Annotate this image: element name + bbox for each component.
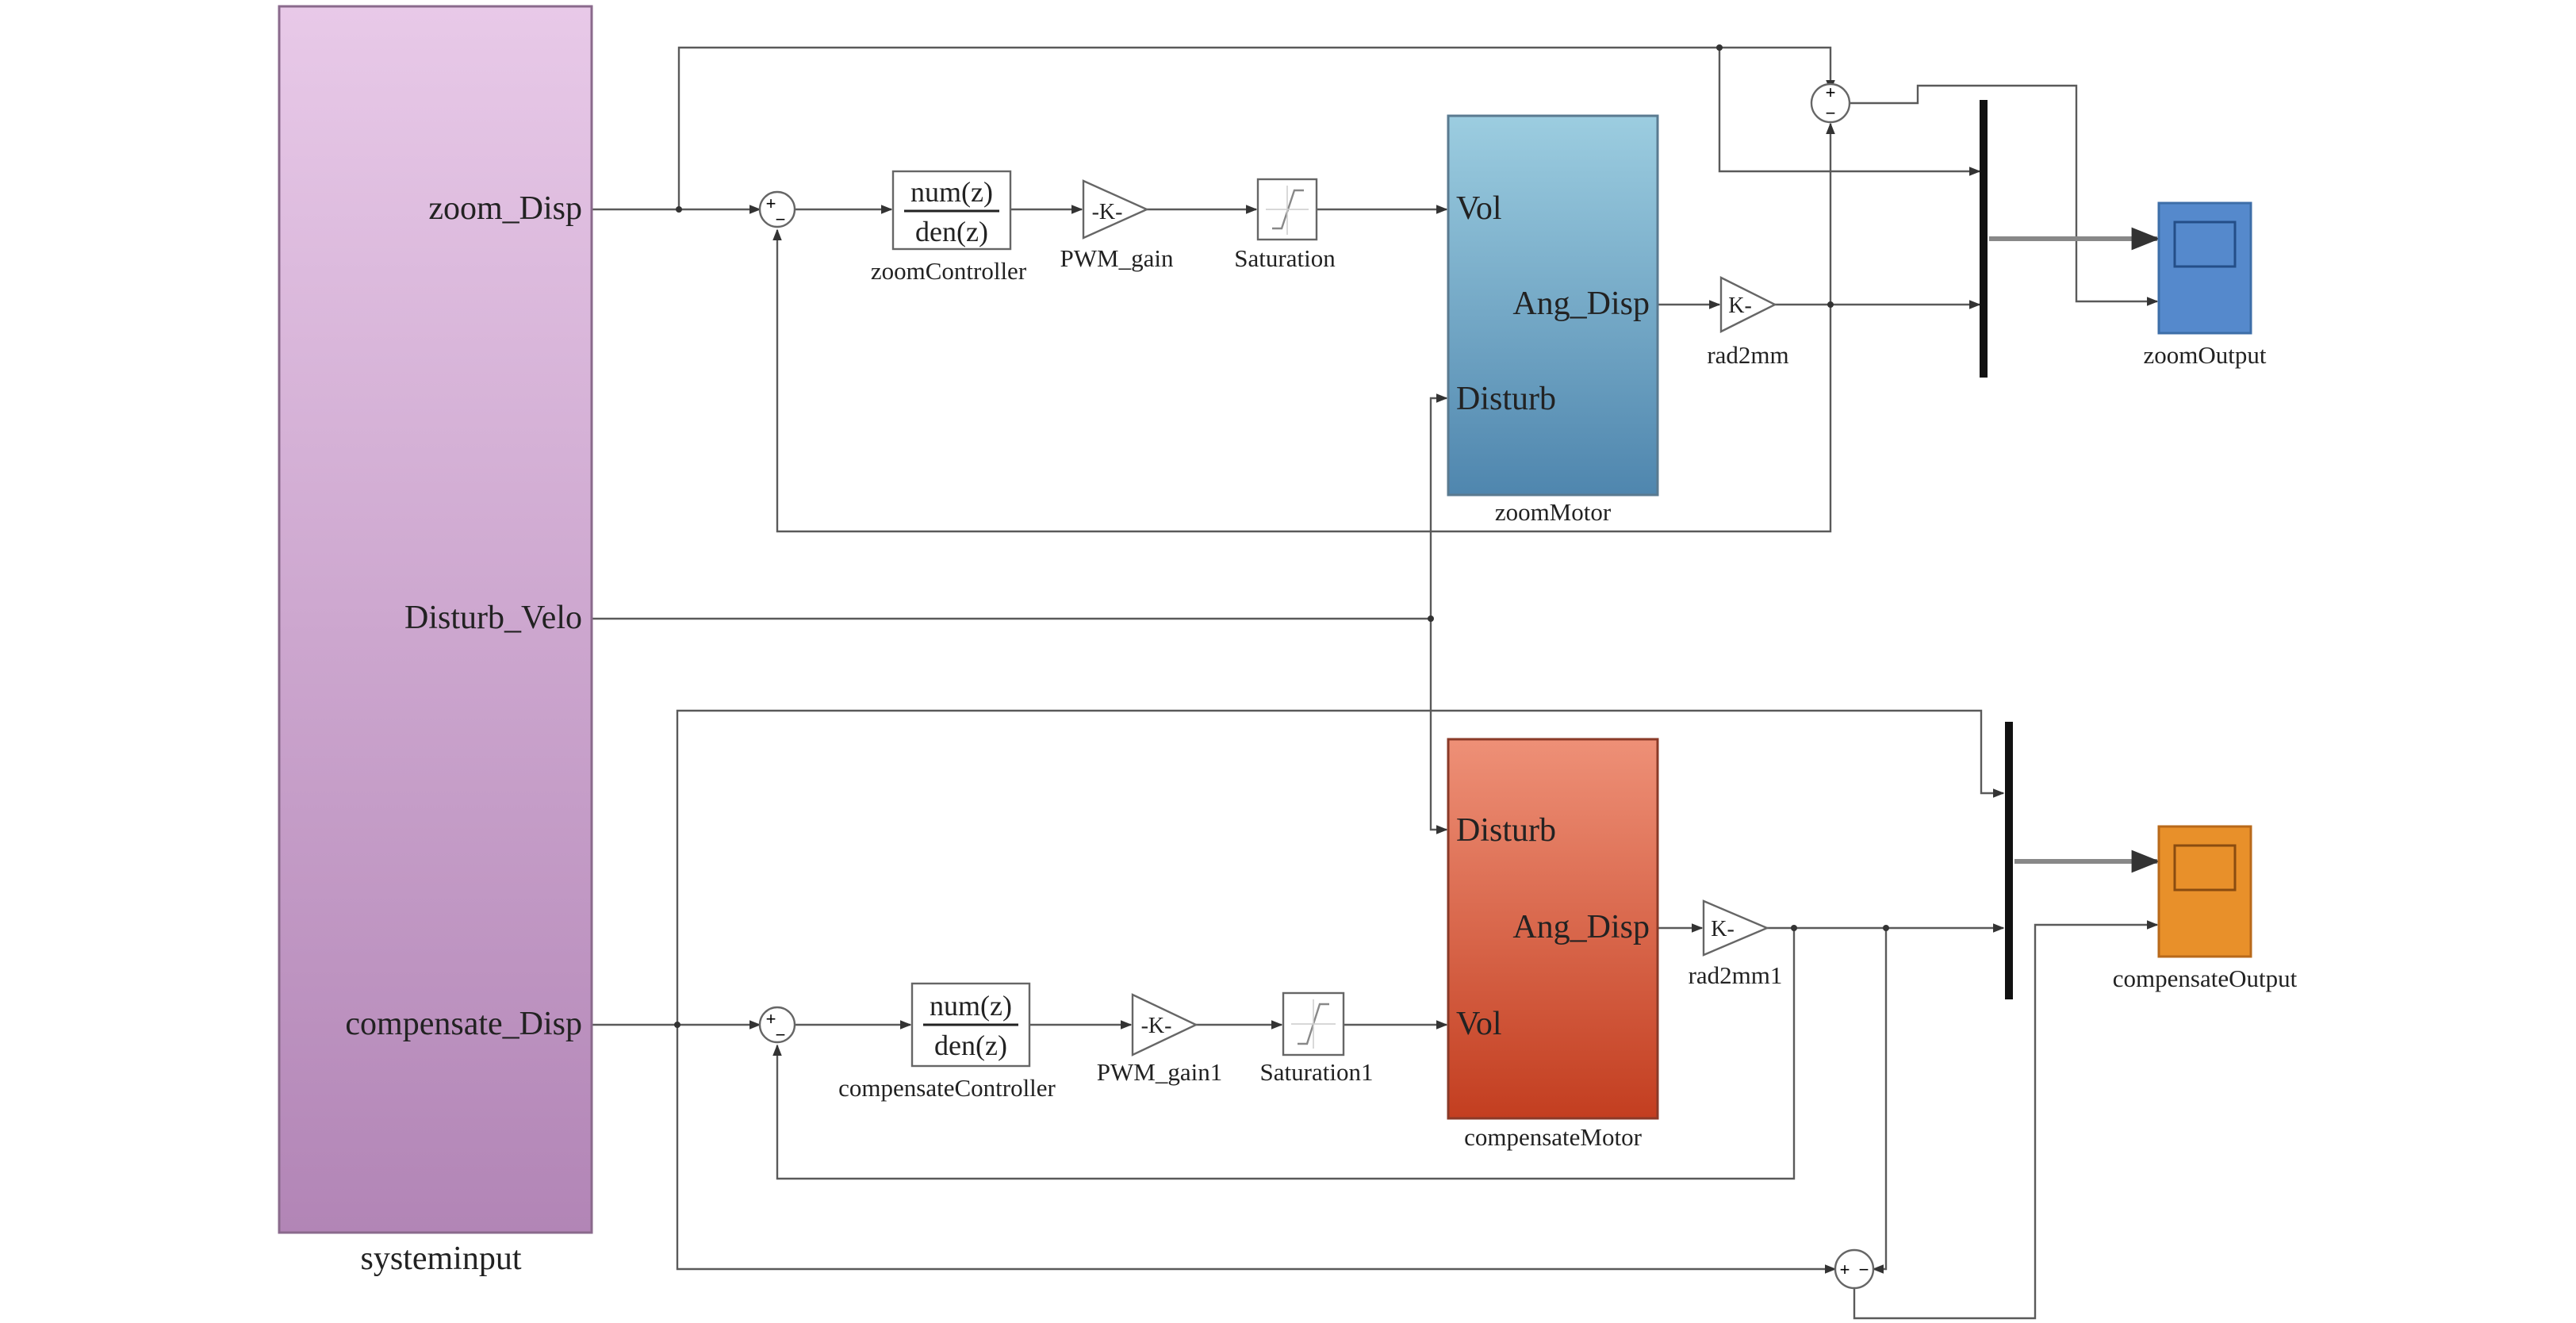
systeminput-label: systeminput [360,1241,521,1277]
compensate-motor-port-disturb: Disturb [1456,812,1556,849]
compensate-mux-block[interactable] [2005,722,2013,999]
compensate-motor-label: compensateMotor [1464,1123,1643,1151]
zoom-controller-num: num(z) [910,176,993,208]
compensate-sum-plus-sign: + [766,1009,776,1029]
pwm-gain-label: PWM_gain [1060,244,1174,272]
compensate-error-sum-plus-sign: + [1840,1260,1850,1279]
zoom-motor-label: zoomMotor [1495,498,1612,526]
zoom-motor-port-vol: Vol [1456,190,1502,227]
pwm-gain-block[interactable]: -K- PWM_gain [1060,179,1174,272]
zoom-motor-port-disturb: Disturb [1456,381,1556,417]
zoom-sum-plus-sign: + [766,194,776,213]
rad2mm-text: K- [1728,293,1752,318]
compensate-error-sum-block[interactable]: + − [1834,1248,1875,1290]
rad2mm1-block[interactable]: K- rad2mm1 [1689,899,1783,989]
compensate-controller-den: den(z) [934,1030,1007,1061]
zoom-motor-port-ang-disp: Ang_Disp [1512,286,1650,322]
zoom-error-sum-block[interactable]: + − [1810,82,1851,124]
compensate-controller-label: compensateController [838,1074,1056,1102]
saturation1-block[interactable]: Saturation1 [1260,991,1374,1086]
zoom-output-label: zoomOutput [2144,341,2267,369]
zoom-controller-den: den(z) [915,216,988,247]
rad2mm1-label: rad2mm1 [1689,961,1783,989]
pwm-gain1-text: -K- [1141,1014,1172,1038]
compensate-motor-port-ang-disp: Ang_Disp [1512,909,1650,945]
compensate-output-scope[interactable]: compensateOutput [2113,825,2298,992]
systeminput-block[interactable]: zoom_Disp Disturb_Velo compensate_Disp s… [278,5,593,1277]
rad2mm-label: rad2mm [1707,341,1788,369]
saturation-block[interactable]: Saturation [1234,178,1336,272]
pwm-gain1-block[interactable]: -K- PWM_gain1 [1097,993,1222,1086]
zoom-controller-label: zoomController [871,257,1027,285]
pwm-gain1-label: PWM_gain1 [1097,1058,1222,1086]
rad2mm-block[interactable]: K- rad2mm [1707,276,1789,369]
signal-lines [590,46,2160,1320]
compensate-motor-block[interactable]: Disturb Vol Ang_Disp compensateMotor [1447,738,1659,1151]
zoom-sum-minus-sign: − [776,209,786,229]
saturation1-label: Saturation1 [1260,1058,1374,1086]
zoom-error-sum-plus-sign: + [1826,82,1836,102]
zoom-controller-block[interactable]: num(z) den(z) zoomController [871,170,1027,285]
rad2mm1-text: K- [1711,917,1735,941]
junction-dots [674,44,1889,1028]
port-disturb-velo: Disturb_Velo [404,600,582,636]
compensate-sum-block[interactable]: + − [758,1006,796,1045]
compensate-error-sum-minus-sign: − [1859,1260,1869,1279]
zoom-motor-block[interactable]: Vol Disturb Ang_Disp zoomMotor [1447,114,1659,526]
zoom-error-sum-minus-sign: − [1826,103,1836,123]
compensate-sum-minus-sign: − [776,1025,786,1045]
compensate-output-label: compensateOutput [2113,964,2298,992]
compensate-controller-block[interactable]: num(z) den(z) compensateController [838,982,1056,1102]
port-compensate-disp: compensate_Disp [345,1006,582,1042]
zoom-output-scope[interactable]: zoomOutput [2144,201,2267,369]
compensate-motor-port-vol: Vol [1456,1006,1502,1042]
compensate-controller-num: num(z) [930,990,1012,1022]
saturation-label: Saturation [1234,244,1336,272]
port-zoom-disp: zoom_Disp [428,190,582,227]
zoom-sum-block[interactable]: + − [758,190,796,229]
zoom-mux-block[interactable] [1980,100,1988,378]
pwm-gain-text: -K- [1092,200,1123,224]
